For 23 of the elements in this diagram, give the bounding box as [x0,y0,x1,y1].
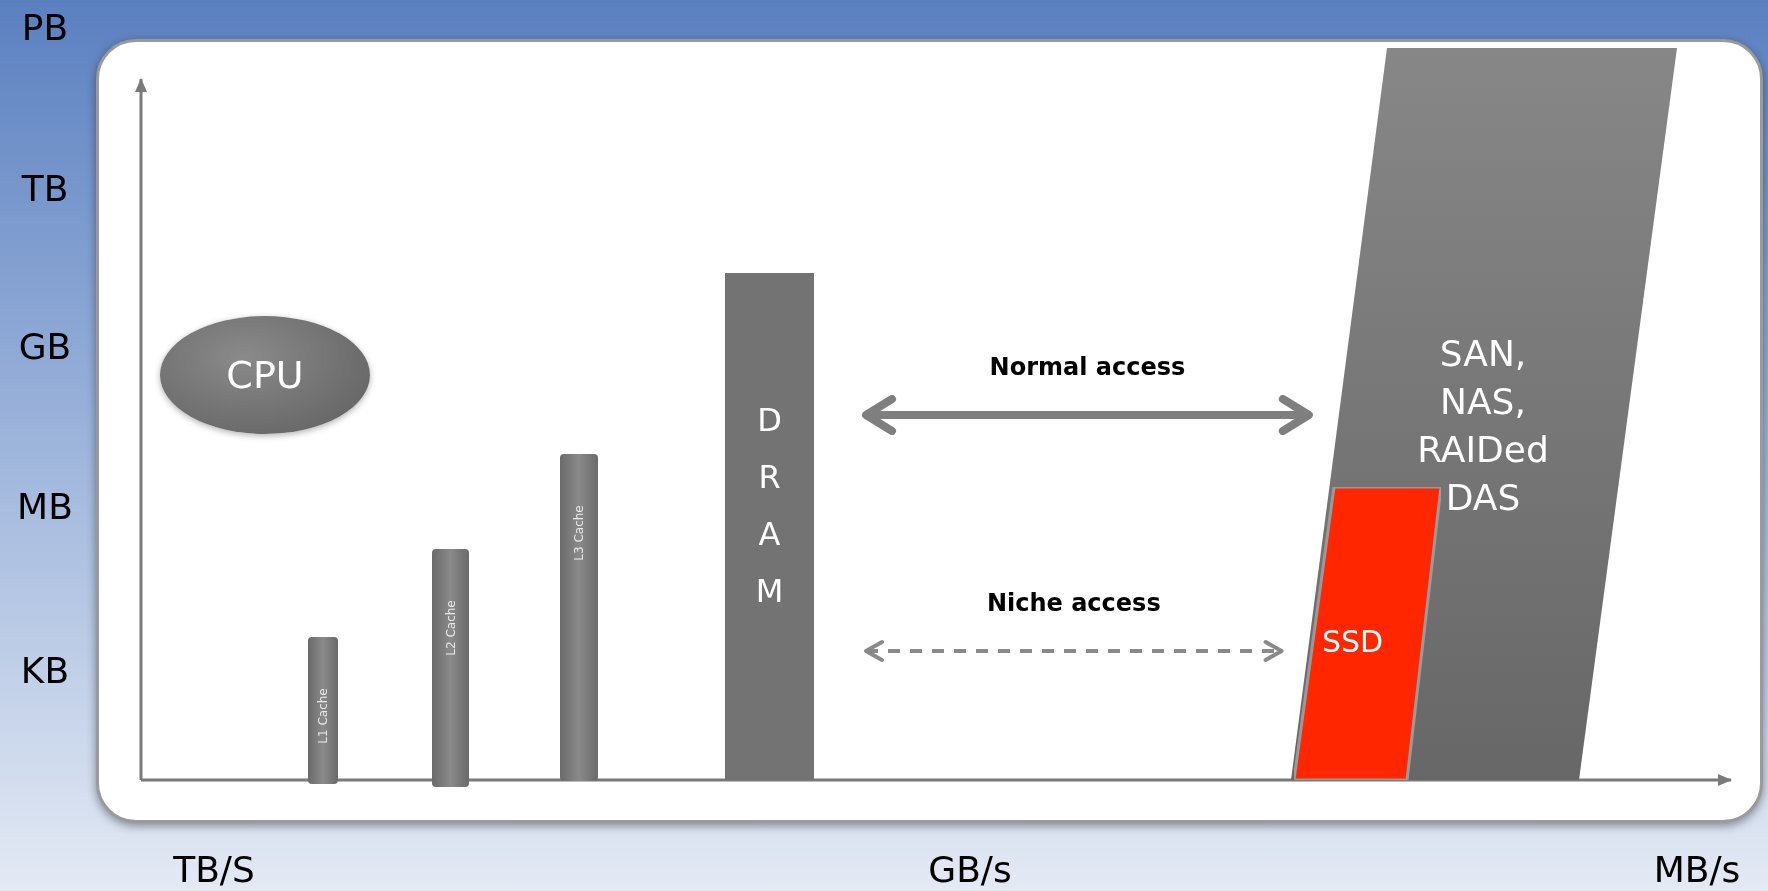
axis-tick-label: PB [21,6,69,50]
axis-tick-label: GB [18,325,72,369]
storage-parallelogram [1291,48,1677,780]
axis-tick-label: GB/s [928,848,1012,891]
axis-tick-label: TB/S [173,848,255,891]
node-label: CPU [226,351,304,399]
node-label: L2 Cache [442,600,459,656]
axis-tick-label: MB/s [1653,848,1741,891]
cache-bar [308,637,338,784]
axis-tick-label: MB [17,485,73,529]
axis-tick-label: KB [20,649,70,693]
axis-tick-label: TB [21,167,69,211]
node-label: SSD [1322,623,1384,661]
ssd-parallelogram [1294,487,1441,780]
double-arrow [862,395,1313,435]
cache-bar [560,454,598,781]
node-label: DRAM [754,400,785,612]
node-label: L1 Cache [315,688,331,744]
dashed-double-arrow [864,640,1284,662]
node-label: SAN, NAS, RAIDed DAS [1416,332,1550,520]
cache-bar [432,549,469,787]
dram-bar [725,273,814,780]
node-label: L3 Cache [571,505,587,561]
